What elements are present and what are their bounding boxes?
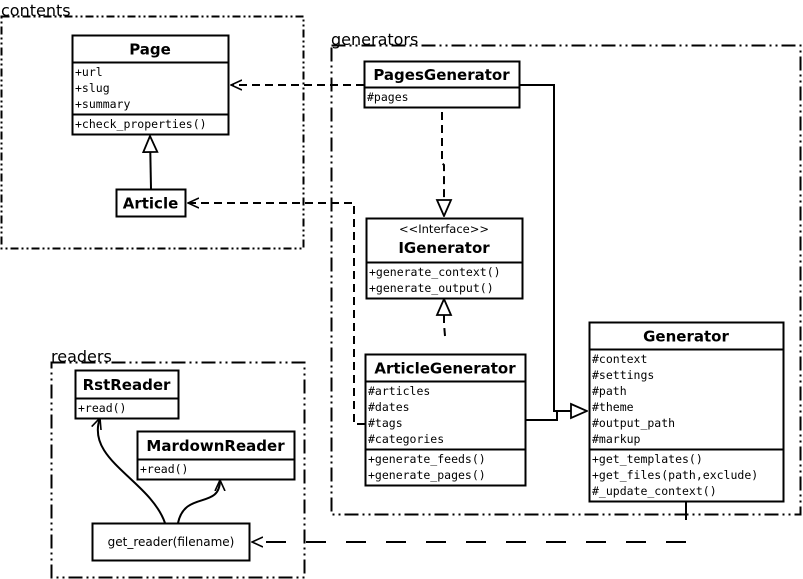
- package-contents: contents: [0, 1, 305, 250]
- class-attribute: #output_path: [592, 416, 675, 430]
- class-method: +generate_feeds(): [368, 452, 486, 466]
- realization-articlegenerator-igenerator: [444, 299, 445, 337]
- class-method: #_update_context(): [592, 484, 717, 498]
- class-rst-reader: RstReader +read(): [74, 369, 180, 420]
- class-name: ArticleGenerator: [374, 360, 516, 378]
- class-method: +get_files(path,exclude): [592, 468, 758, 482]
- class-attribute: +summary: [75, 97, 130, 111]
- class-attribute: #theme: [592, 400, 634, 414]
- class-method: +read(): [140, 462, 188, 476]
- package-label: generators: [331, 30, 418, 49]
- call-getreader-rstreader: [98, 418, 166, 524]
- call-getreader-mardownreader: [177, 480, 220, 524]
- class-method: +generate_pages(): [368, 468, 486, 482]
- class-attribute: #markup: [592, 432, 641, 446]
- class-method: +generate_context(): [369, 265, 501, 279]
- class-method: +generate_output(): [369, 281, 494, 295]
- class-name: RstReader: [83, 376, 171, 394]
- function-get-reader: get_reader(filename): [91, 522, 251, 562]
- class-method: +read(): [78, 401, 126, 415]
- class-attribute: #tags: [368, 416, 403, 430]
- class-name: IGenerator: [398, 239, 490, 257]
- class-method: +check_properties(): [75, 117, 207, 131]
- inheritance-articlegenerator-generator: [525, 411, 558, 421]
- class-stereotype: <<Interface>>: [399, 222, 489, 236]
- class-igenerator: <<Interface>> IGenerator +generate_context…: [365, 217, 524, 300]
- class-name: PagesGenerator: [373, 66, 510, 84]
- class-name: Page: [129, 41, 171, 59]
- realization-pagesgenerator-igenerator: [442, 112, 444, 216]
- class-attribute: #settings: [592, 368, 654, 382]
- class-attribute: #context: [592, 352, 647, 366]
- class-article: Article: [115, 188, 187, 218]
- connectors: [98, 84, 687, 542]
- package-label: contents: [1, 1, 71, 20]
- class-attribute: #articles: [368, 384, 430, 398]
- package-readers: readers: [50, 347, 306, 579]
- function-label: get_reader(filename): [108, 535, 235, 549]
- class-attribute: +url: [75, 65, 103, 79]
- package-label: readers: [51, 347, 112, 366]
- inheritance-article-page: [150, 136, 151, 190]
- inheritance-pagesgenerator-generator: [519, 84, 587, 411]
- class-article-generator: ArticleGenerator #articles #dates #tags #cat…: [364, 353, 527, 487]
- class-attribute: #dates: [368, 400, 410, 414]
- class-attribute: #pages: [367, 90, 409, 104]
- dependency-articlegenerator-article: [188, 203, 365, 425]
- class-attribute: #categories: [368, 432, 444, 446]
- dependency-generator-getreader: [252, 501, 687, 542]
- class-pages-generator: PagesGenerator #pages: [363, 60, 521, 109]
- class-mardown-reader: MardownReader +read(): [136, 430, 296, 481]
- class-method: +get_templates(): [592, 452, 703, 466]
- class-name: Article: [123, 195, 179, 213]
- class-attribute: #path: [592, 384, 627, 398]
- class-generator: Generator #context #settings #path #theme #ou…: [588, 321, 785, 503]
- class-page: Page +url +slug +summary +check_properties(): [71, 34, 230, 136]
- package-generators: generators: [330, 30, 802, 516]
- class-attribute: +slug: [75, 81, 110, 95]
- class-name: Generator: [643, 328, 729, 346]
- class-name: MardownReader: [146, 437, 285, 455]
